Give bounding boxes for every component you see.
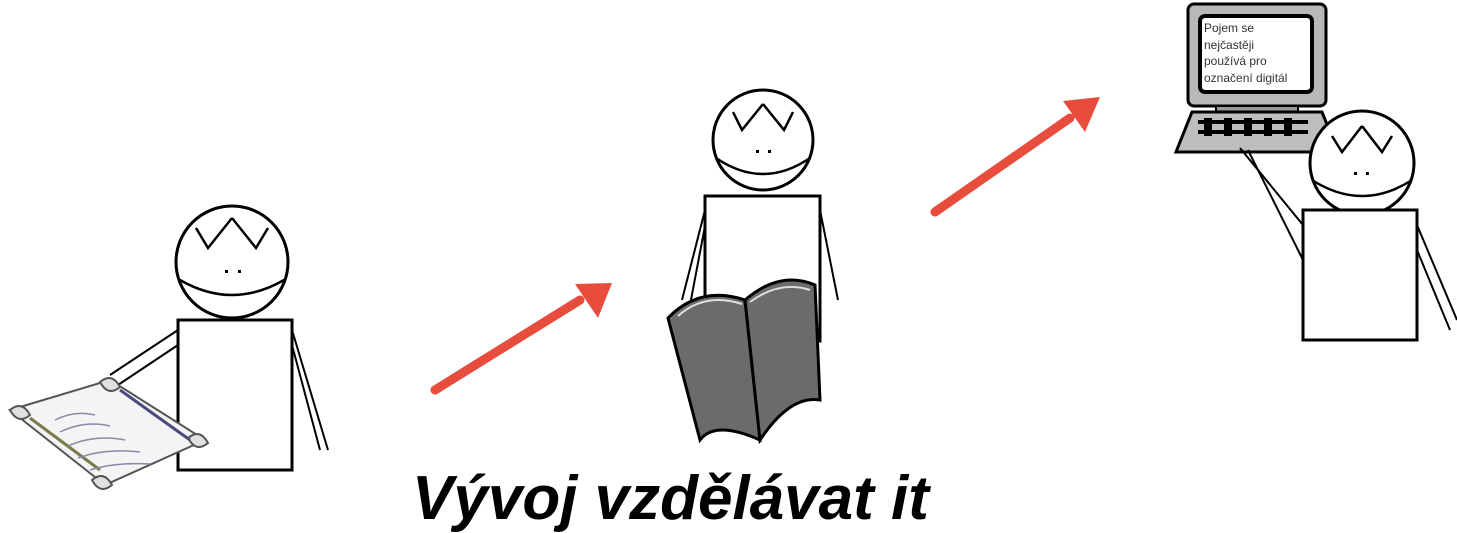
computer-icon (1173, 2, 1341, 154)
scroll-icon (7, 377, 210, 490)
stick-figure-icon (109, 204, 329, 472)
figure-computer-user (1173, 2, 1457, 342)
screen-line: používá pro (1204, 54, 1267, 68)
screen-line: označení digitál (1204, 70, 1288, 85)
book-icon (666, 278, 822, 445)
computer-screen-text: Pojem se nejčastěji používá pro označení… (1204, 20, 1308, 88)
figure-scroll-reader (7, 204, 329, 490)
arrow-icon (430, 283, 612, 395)
screen-line: Pojem se (1204, 21, 1255, 35)
screen-line: nejčastěji (1204, 37, 1255, 52)
stick-figure-icon (1239, 109, 1457, 342)
bottom-caption: Vývoj vzdělávat it (412, 464, 929, 533)
keyboard-keys (1198, 118, 1308, 136)
arrow-icon (930, 97, 1100, 217)
evolution-scene (7, 2, 1457, 490)
figure-book-reader (666, 88, 839, 445)
